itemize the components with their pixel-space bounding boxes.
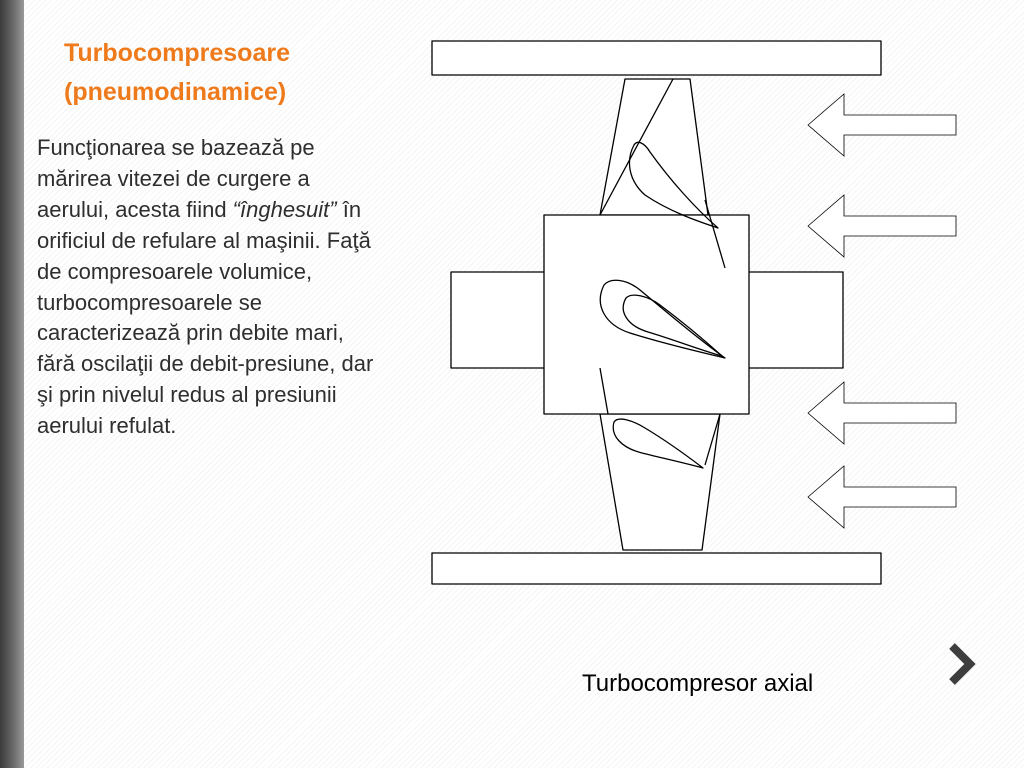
left-accent-bar xyxy=(0,0,24,768)
blade-cut-line-middle xyxy=(599,367,609,415)
next-slide-button[interactable] xyxy=(940,634,980,694)
airfoil-profile-2 xyxy=(599,279,726,359)
shaft-right xyxy=(747,271,844,369)
axial-compressor-diagram xyxy=(431,40,957,585)
blade-row-bottom xyxy=(599,413,721,551)
body-text-part-1: Funcţionarea se bazează pe mărirea vitez… xyxy=(37,135,315,222)
blade-row-top xyxy=(599,78,709,216)
airfoil-profile-2-inner xyxy=(622,294,723,357)
airfoil-profile-1 xyxy=(628,141,719,229)
top-casing-wall xyxy=(431,40,882,76)
body-text-part-2: în orificiul de refulare al maşinii. Faţ… xyxy=(37,196,374,439)
rotor-hub xyxy=(543,214,750,415)
chevron-right-icon xyxy=(949,643,976,685)
blade-cut-line-upper xyxy=(704,199,726,269)
flow-arrow-icon-4 xyxy=(807,465,957,529)
shaft-left xyxy=(450,271,546,369)
blade-cut-line-lower xyxy=(704,413,721,466)
diagram-caption: Turbocompresor axial xyxy=(582,670,814,697)
title-line-2: (pneumodinamice) xyxy=(64,78,287,106)
airfoil-profile-3 xyxy=(612,418,704,469)
flow-arrow-icon-2 xyxy=(807,194,957,258)
slide-title: Turbocompresoare (pneumodinamice) xyxy=(64,34,384,112)
flow-arrow-icon-1 xyxy=(807,93,957,157)
blade-cut-line-top xyxy=(599,78,674,216)
title-line-1: Turbocompresoare xyxy=(64,39,290,67)
body-text-emphasis: “înghesuit” xyxy=(232,196,337,222)
flow-arrow-icon-3 xyxy=(807,381,957,445)
body-paragraph: Funcţionarea se bazează pe mărirea vitez… xyxy=(37,133,382,442)
bottom-casing-wall xyxy=(431,552,882,585)
